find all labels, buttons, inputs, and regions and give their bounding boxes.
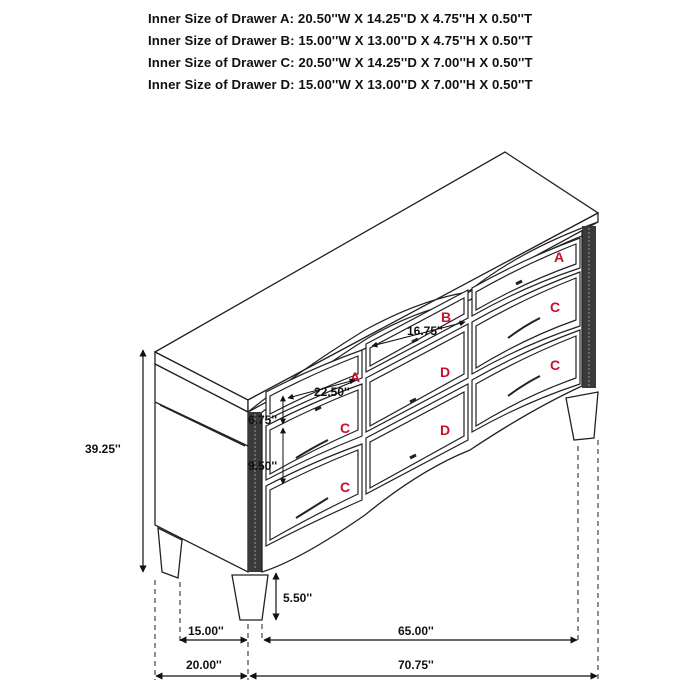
projection-lines — [154, 440, 599, 680]
drawer-a-height-label: 6.75'' — [248, 413, 277, 427]
drawer-c-height-label: 9.50'' — [248, 459, 277, 473]
label-drawer-d-bottom: D — [440, 422, 450, 438]
label-drawer-c-left-top: C — [340, 420, 350, 436]
drawer-b-width-line — [371, 320, 466, 348]
inner-depth-label: 15.00'' — [188, 624, 224, 638]
drawer-a-width-label: 22.50'' — [314, 385, 350, 399]
drawer-b-width-label: 16.75'' — [407, 324, 443, 338]
front-body — [261, 230, 583, 573]
label-drawer-c-left-bottom: C — [340, 479, 350, 495]
drawer-a-width-line — [287, 378, 356, 400]
label-drawer-d-top: D — [440, 364, 450, 380]
overall-depth-label: 20.00'' — [186, 658, 222, 672]
label-drawer-c-right-top: C — [550, 299, 560, 315]
legs — [157, 391, 599, 621]
label-drawer-a-right: A — [554, 249, 564, 265]
drawer-spec-list: Inner Size of Drawer A: 20.50''W X 14.25… — [148, 8, 578, 96]
label-drawer-b: B — [441, 309, 451, 325]
label-drawer-a-left: A — [350, 369, 360, 385]
spec-drawer-c: Inner Size of Drawer C: 20.50''W X 14.25… — [148, 55, 533, 70]
leg-height-label: 5.50'' — [283, 591, 312, 605]
label-drawer-c-right-bottom: C — [550, 357, 560, 373]
inner-width-label: 65.00'' — [398, 624, 434, 638]
decorative-column — [248, 226, 596, 572]
height-label: 39.25'' — [85, 442, 121, 456]
overall-width-label: 70.75'' — [398, 658, 434, 672]
spec-drawer-b: Inner Size of Drawer B: 15.00''W X 13.00… — [148, 33, 533, 48]
spec-drawer-a: Inner Size of Drawer A: 20.50''W X 14.25… — [148, 11, 533, 26]
spec-drawer-d: Inner Size of Drawer D: 15.00''W X 13.00… — [148, 77, 533, 92]
